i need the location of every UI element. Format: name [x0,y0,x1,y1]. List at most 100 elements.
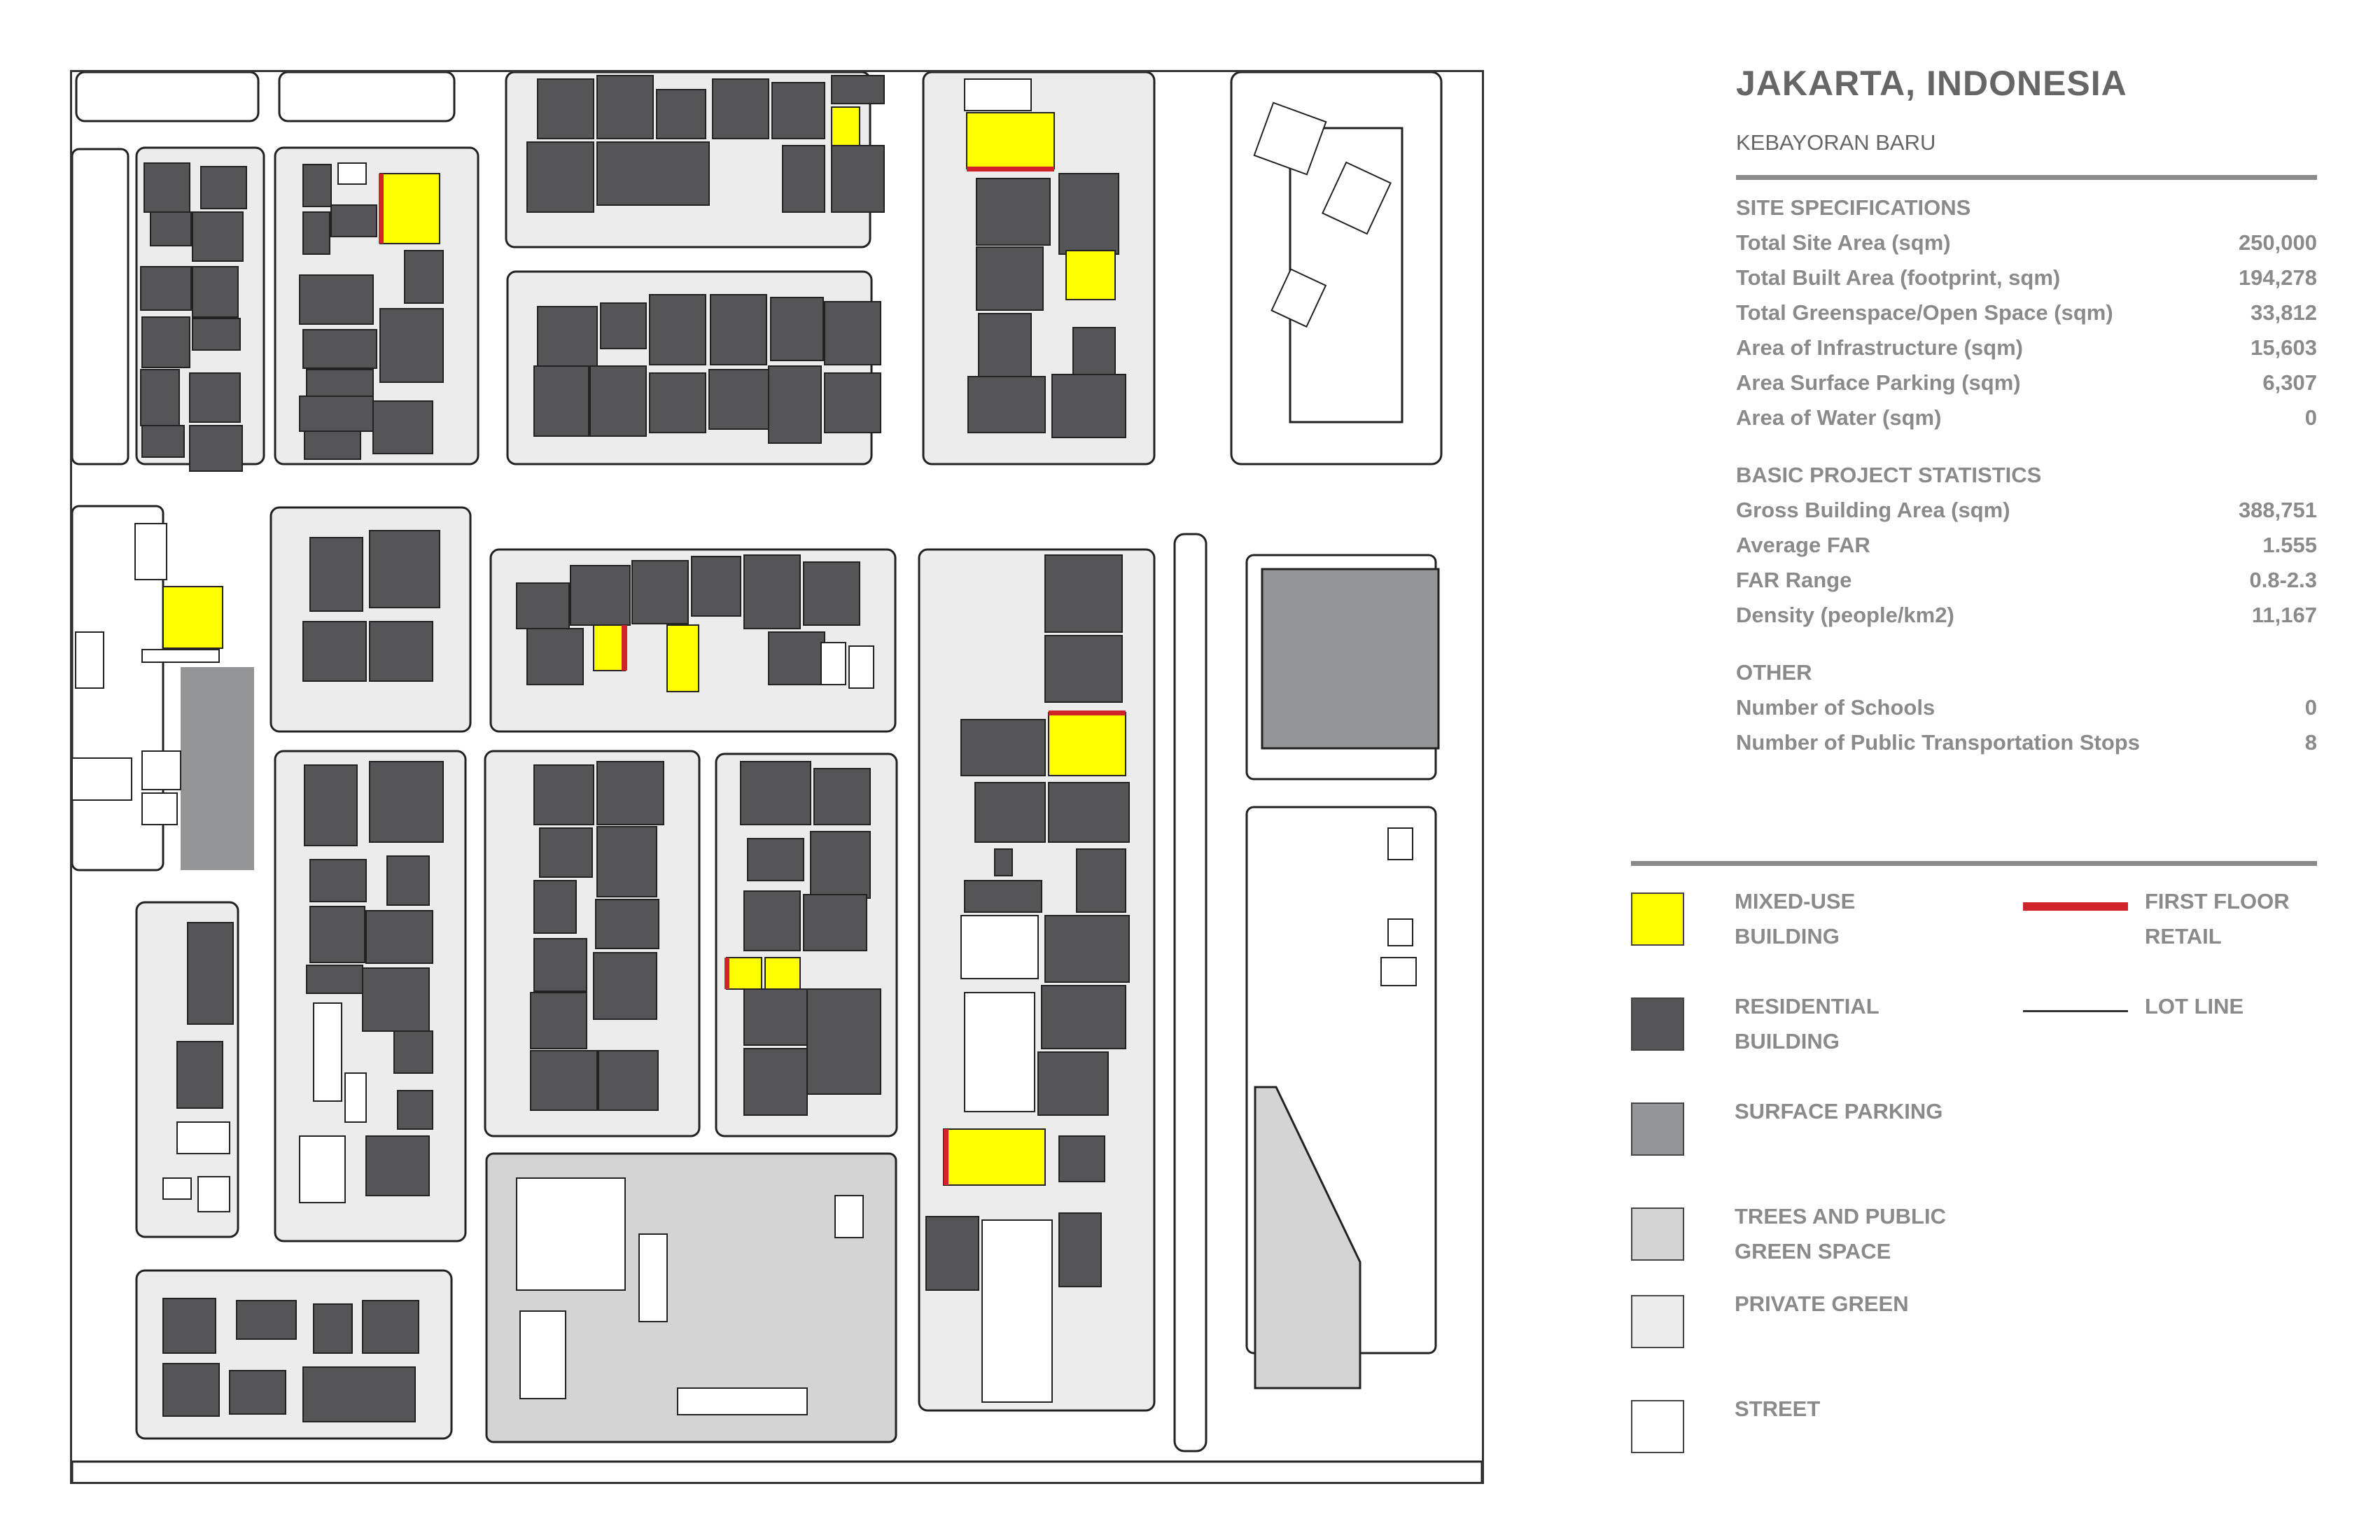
site-specs-heading: SITE SPECIFICATIONS [1736,195,1971,220]
residential-building [302,621,367,682]
residential-building [770,297,824,361]
legend-trees-line1: TREES AND PUBLIC [1735,1204,1946,1228]
stat-row: Total Greenspace/Open Space (sqm)33,812 [1736,300,2317,326]
building-outline [964,78,1032,111]
surface-parking [181,667,254,870]
lot [72,148,130,465]
stat-label: Average FAR [1736,533,1870,557]
stat-value: 1.555 [2262,533,2317,557]
residential-building [140,369,180,426]
stat-label: Total Greenspace/Open Space (sqm) [1736,300,2113,325]
mixed-use-building [943,1128,1046,1186]
other-heading: OTHER [1736,660,1812,685]
stat-value: 11,167 [2251,603,2317,627]
residential-building [365,910,433,964]
stat-label: Number of Schools [1736,695,1935,720]
mixed-use-swatch [1631,892,1684,946]
street-swatch [1631,1400,1684,1453]
stat-row: Number of Schools 0 [1736,695,2317,720]
stat-value: 0.8-2.3 [2249,568,2317,592]
residential-building [313,1303,353,1354]
residential-building [533,880,577,934]
residential-building [379,308,444,383]
legend-lot-line: LOT LINE [2023,994,2380,1024]
building-outline [519,1310,566,1399]
mixed-use-building [831,106,860,146]
residential-building [782,145,825,213]
first-floor-retail [1049,710,1126,715]
page-title: JAKARTA, INDONESIA [1736,64,2127,103]
legend-private-green-line1: PRIVATE GREEN [1735,1292,1909,1316]
residential-building [803,894,867,951]
legend-street: STREET [1631,1396,1987,1453]
stat-value: 194,278 [2238,265,2317,290]
residential-building [743,1048,808,1116]
residential-building [740,761,811,825]
building-outline [848,645,874,689]
residential-building [960,719,1046,776]
residential-building [710,294,767,365]
legend-first-floor-retail: FIRST FLOOR RETAIL [2023,889,2380,954]
residential-building [192,211,244,262]
legend-divider [1631,861,2317,866]
building-outline [516,1177,626,1291]
residential-building [306,369,374,398]
stat-row: Number of Public Transportation Stops 8 [1736,730,2317,755]
building-outline [176,1121,230,1154]
residential-building [302,164,332,207]
residential-building [589,365,647,437]
lot [72,1460,1482,1482]
building-outline [964,992,1035,1112]
residential-building [967,376,1046,433]
first-floor-retail [379,174,384,244]
retail-line-swatch [2023,902,2128,911]
residential-building [530,1050,598,1111]
building-outline [1380,957,1417,986]
residential-building [747,838,804,881]
surface-parking-swatch [1631,1102,1684,1156]
building-outline [1387,827,1413,860]
stat-value: 8 [2304,730,2317,755]
first-floor-retail [724,958,729,989]
stat-row: Area of Infrastructure (sqm)15,603 [1736,335,2317,360]
residential-building [162,1298,216,1354]
residential-building [978,313,1032,377]
building-outline [834,1195,864,1238]
public-green-space [1254,1086,1362,1390]
residential-building [176,1041,223,1109]
building-outline [299,1135,346,1203]
residential-building [964,880,1042,913]
stat-label: Number of Public Transportation Stops [1736,730,2140,755]
trees-swatch [1631,1208,1684,1261]
residential-swatch [1631,997,1684,1051]
residential-building [649,294,706,365]
residential-building [1051,374,1126,438]
stat-label: Density (people/km2) [1736,603,1954,627]
residential-building [229,1370,286,1415]
site-plan-map [70,70,1484,1484]
residential-building [596,75,654,139]
residential-building [691,556,741,617]
residential-building [831,75,885,104]
residential-building [530,992,587,1049]
legend-residential-line2: BUILDING [1735,1029,1840,1054]
building-outline [820,642,846,685]
building-outline [197,1176,230,1212]
legend-residential: RESIDENTIAL BUILDING [1631,994,1987,1059]
building-outline [141,792,178,825]
project-stats-heading: BASIC PROJECT STATISTICS [1736,463,2042,487]
residential-building [369,621,433,682]
building-outline [134,523,167,580]
residential-building [712,78,769,139]
residential-building [365,1135,430,1196]
stat-value: 0 [2304,695,2317,720]
residential-building [768,365,822,444]
residential-building [309,906,365,963]
residential-building [189,372,241,423]
stat-value: 250,000 [2238,230,2317,255]
residential-building [526,628,584,685]
residential-building [976,178,1051,246]
legend-trees-line2: GREEN SPACE [1735,1239,1891,1264]
residential-building [806,988,881,1095]
